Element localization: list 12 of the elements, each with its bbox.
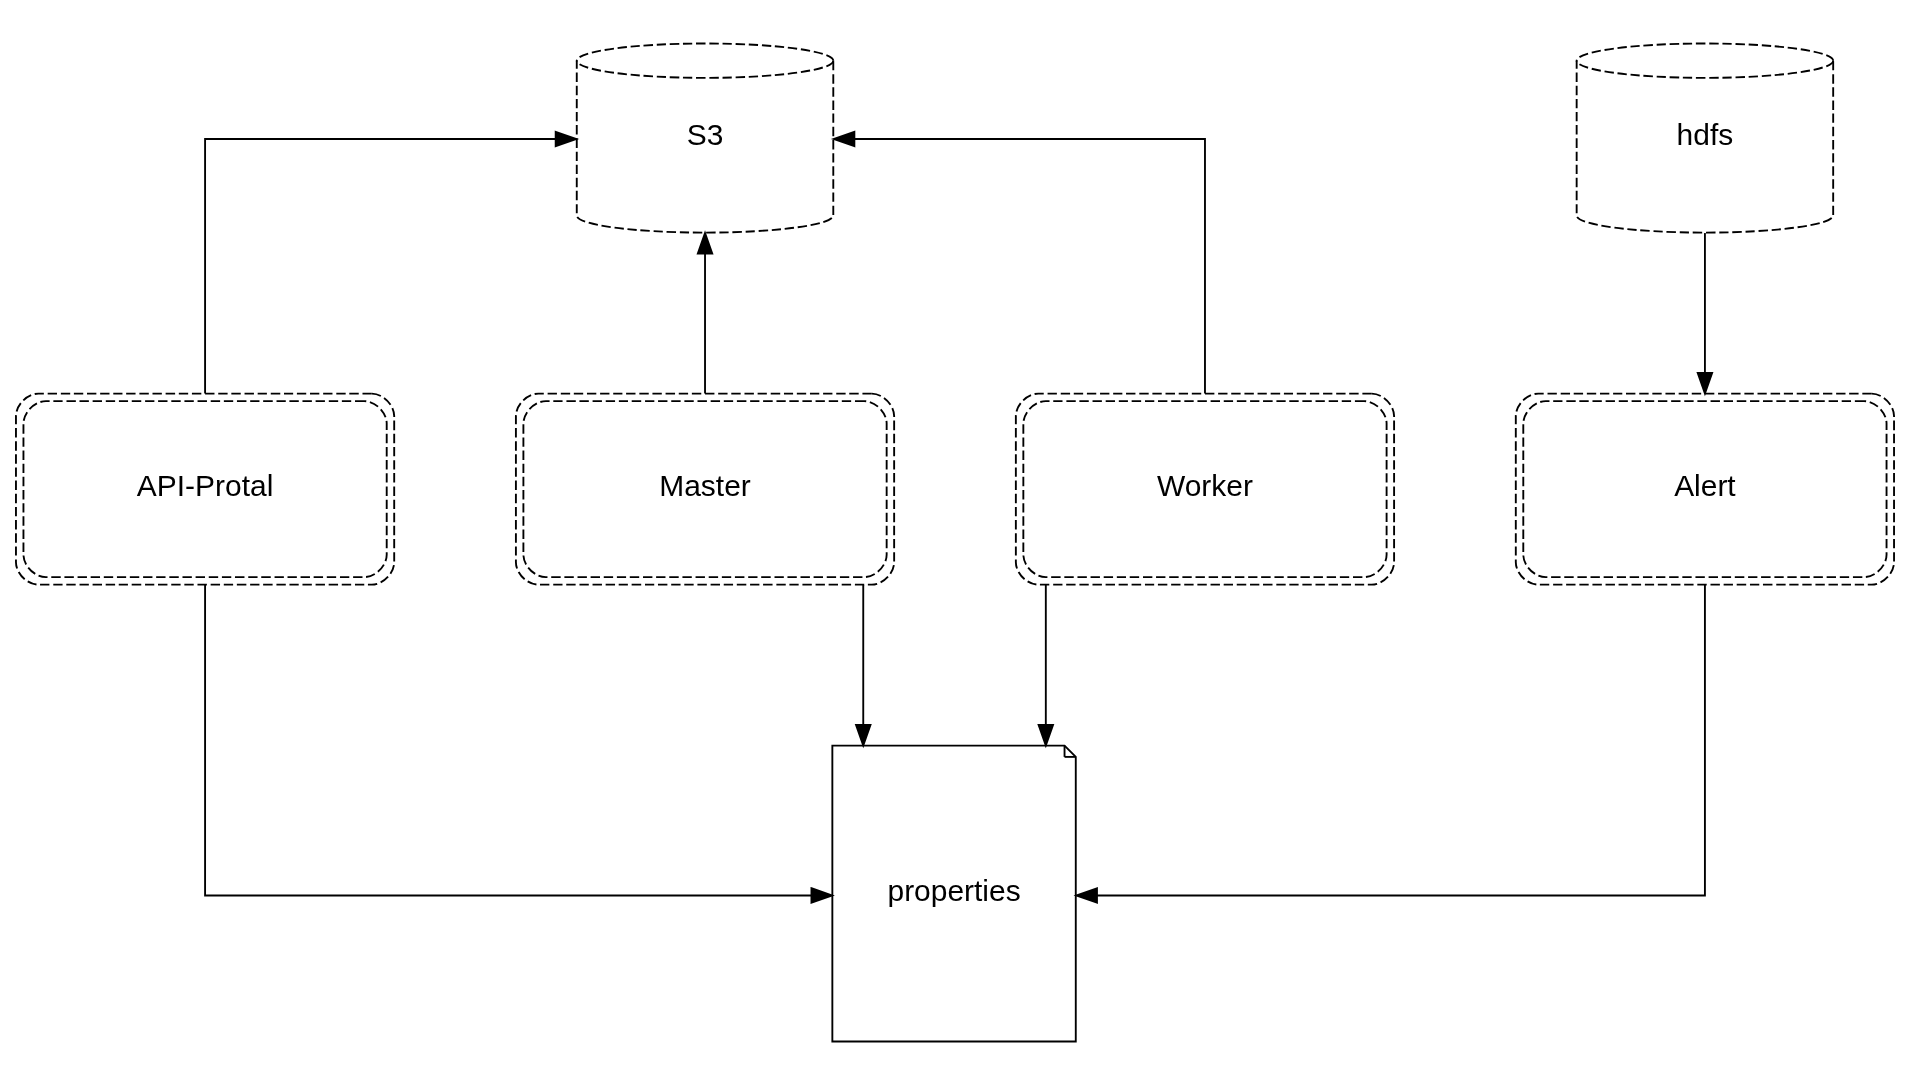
arrow [204, 129, 580, 394]
arrow [204, 583, 835, 904]
arrow [1037, 583, 1055, 748]
node-box: Master [514, 392, 896, 586]
arrow [1696, 231, 1714, 396]
arrow [830, 129, 1206, 394]
arrow [854, 583, 872, 748]
node-box: Worker [1014, 392, 1396, 586]
arrow [1073, 583, 1706, 904]
node-box: API-Protal [15, 392, 396, 586]
arrow [696, 229, 714, 394]
node-box: Alert [1514, 392, 1895, 586]
